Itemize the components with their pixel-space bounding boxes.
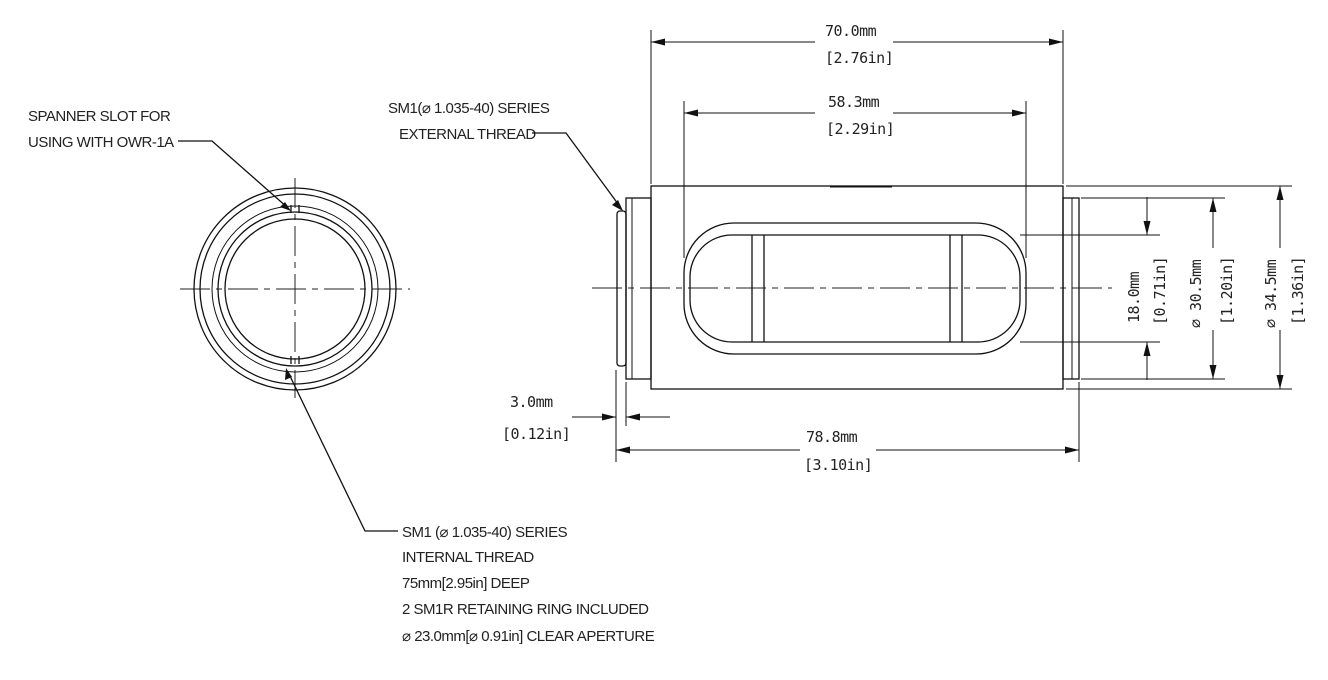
end-view-bore-circle	[224, 218, 366, 360]
right-thread-collar	[1062, 197, 1080, 380]
external-thread-note: SM1(⌀ 1.035-40) SERIES EXTERNAL THREAD	[388, 100, 623, 211]
external-thread-leader-arrowhead	[612, 200, 623, 211]
internal-thread-note-line1: SM1 (⌀ 1.035-40) SERIES	[402, 524, 568, 541]
internal-thread-leader-arrowhead	[285, 368, 292, 380]
end-view-ring-inner	[217, 211, 373, 367]
internal-thread-note-line4: 2 SM1R RETAINING RING INCLUDED	[402, 601, 649, 618]
arrow-body-right	[1049, 38, 1063, 46]
view-slot-outer	[683, 222, 1027, 355]
view-slot-inner	[689, 234, 1021, 343]
arrow-thread-right	[626, 413, 640, 421]
spanner-note-line2: USING WITH OWR-1A	[28, 134, 174, 151]
dim-thread-dia-mm: ⌀ 30.5mm	[1187, 259, 1205, 328]
dim-body-dia-mm: ⌀ 34.5mm	[1262, 259, 1280, 328]
dim-total-length: 78.8mm [3.10in]	[616, 382, 1080, 474]
end-view-body-circle	[199, 193, 391, 385]
dim-width-in: [0.71in]	[1151, 257, 1169, 325]
dim-slot-mm: 58.3mm	[828, 93, 880, 111]
external-thread-leader-line	[532, 132, 622, 209]
dim-thread-diameter: ⌀ 30.5mm [1.20in]	[1081, 197, 1236, 380]
internal-thread-note-line3: 75mm[2.95in] DEEP	[402, 575, 530, 592]
internal-thread-note-line2: INTERNAL THREAD	[402, 549, 534, 566]
dim-thread-length: 3.0mm [0.12in]	[502, 370, 670, 462]
arrow-width-top	[1143, 221, 1151, 235]
internal-thread-leader-line	[287, 371, 398, 532]
arrow-body-dia-bottom	[1276, 375, 1284, 389]
end-view	[180, 178, 410, 398]
dim-overall-body: 70.0mm [2.76in]	[650, 22, 1064, 184]
side-view	[592, 185, 1112, 390]
end-view-outer-circle	[193, 187, 397, 391]
spanner-note-line1: SPANNER SLOT FOR	[28, 108, 171, 125]
dim-body-diameter: ⌀ 34.5mm [1.36in]	[1066, 185, 1307, 390]
dim-thread-mm: 3.0mm	[510, 393, 553, 411]
arrow-thread-dia-bottom	[1209, 365, 1217, 379]
arrow-width-bottom	[1143, 342, 1151, 356]
arrow-slot-right	[1012, 109, 1026, 117]
dim-width-mm: 18.0mm	[1125, 271, 1143, 323]
dim-total-mm: 78.8mm	[806, 428, 858, 446]
dim-thread-in: [0.12in]	[502, 425, 570, 443]
internal-thread-note: SM1 (⌀ 1.035-40) SERIES INTERNAL THREAD …	[285, 368, 655, 645]
dim-body-mm: 70.0mm	[825, 22, 877, 40]
arrow-slot-left	[684, 109, 698, 117]
dim-slot-in: [2.29in]	[826, 120, 894, 138]
arrow-thread-left	[602, 413, 616, 421]
dim-body-dia-in: [1.36in]	[1289, 257, 1307, 325]
dim-slot-width: 18.0mm [0.71in]	[1020, 197, 1169, 380]
arrow-body-left	[651, 38, 665, 46]
arrow-body-dia-top	[1276, 186, 1284, 200]
internal-thread-note-line5: ⌀ 23.0mm[⌀ 0.91in] CLEAR APERTURE	[402, 628, 655, 645]
spanner-slot-note: SPANNER SLOT FOR USING WITH OWR-1A	[28, 108, 291, 211]
external-thread-note-line2: EXTERNAL THREAD	[399, 126, 536, 143]
arrow-total-left	[616, 446, 630, 454]
external-thread-note-line1: SM1(⌀ 1.035-40) SERIES	[388, 100, 550, 117]
dim-body-in: [2.76in]	[825, 49, 893, 67]
spanner-leader-line	[178, 140, 289, 209]
dim-slot-length: 58.3mm [2.29in]	[683, 93, 1027, 258]
spanner-leader-arrowhead	[280, 202, 291, 211]
arrow-total-right	[1065, 446, 1079, 454]
arrow-thread-dia-top	[1209, 198, 1217, 212]
dim-thread-dia-in: [1.20in]	[1218, 257, 1236, 325]
end-view-ring-outer	[211, 205, 379, 373]
dim-total-in: [3.10in]	[804, 456, 872, 474]
